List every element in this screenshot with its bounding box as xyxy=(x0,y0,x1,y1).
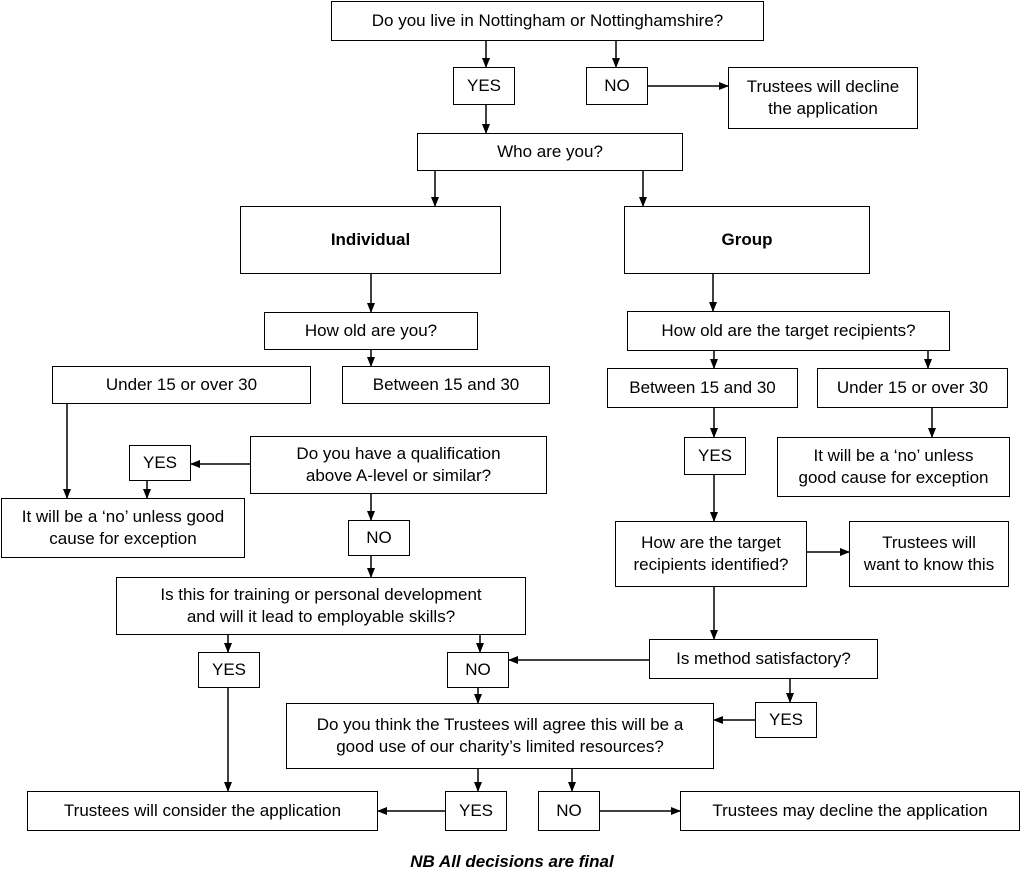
node-ind-under: Under 15 or over 30 xyxy=(52,366,311,404)
node-individual: Individual xyxy=(240,206,501,274)
node-q-age-ind: How old are you? xyxy=(264,312,478,350)
node-qual-yes: YES xyxy=(129,445,191,481)
node-q-resources: Do you think the Trustees will agree thi… xyxy=(286,703,714,769)
node-q-live: Do you live in Nottingham or Nottinghams… xyxy=(331,1,764,41)
node-res-no: NO xyxy=(538,791,600,831)
node-no-unless-grp: It will be a ‘no’ unless good cause for … xyxy=(777,437,1010,497)
footer-note: NB All decisions are final xyxy=(410,852,614,871)
node-q-identified: How are the target recipients identified… xyxy=(615,521,807,587)
node-grp-under: Under 15 or over 30 xyxy=(817,368,1008,408)
node-no-live: NO xyxy=(586,67,648,105)
node-grp-between: Between 15 and 30 xyxy=(607,368,798,408)
node-group: Group xyxy=(624,206,870,274)
node-train-yes: YES xyxy=(198,652,260,688)
node-decline-1: Trustees will decline the application xyxy=(728,67,918,129)
node-who: Who are you? xyxy=(417,133,683,171)
node-q-training: Is this for training or personal develop… xyxy=(116,577,526,635)
node-want-know: Trustees will want to know this xyxy=(849,521,1009,587)
node-no-unless-ind: It will be a ‘no’ unless good cause for … xyxy=(1,498,245,558)
node-q-method: Is method satisfactory? xyxy=(649,639,878,679)
node-yes-live: YES xyxy=(453,67,515,105)
node-ind-between: Between 15 and 30 xyxy=(342,366,550,404)
node-train-no: NO xyxy=(447,652,509,688)
node-q-age-grp: How old are the target recipients? xyxy=(627,311,950,351)
node-qual-no: NO xyxy=(348,520,410,556)
node-consider: Trustees will consider the application xyxy=(27,791,378,831)
node-grp-yes: YES xyxy=(684,437,746,475)
node-q-qual: Do you have a qualification above A-leve… xyxy=(250,436,547,494)
node-res-yes: YES xyxy=(445,791,507,831)
node-may-decline: Trustees may decline the application xyxy=(680,791,1020,831)
node-method-yes: YES xyxy=(755,702,817,738)
